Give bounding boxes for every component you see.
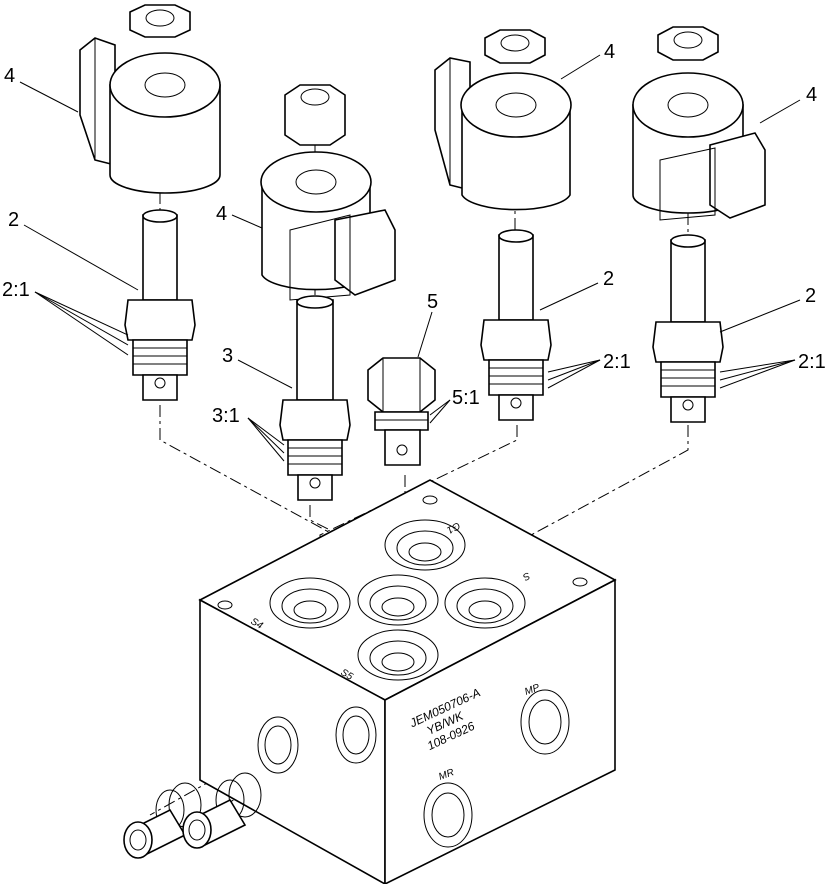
coil-nut <box>657 26 719 61</box>
port-label-mp: MP <box>523 682 541 698</box>
callout-2-1-right: 2:1 <box>798 351 826 373</box>
mounting-hole <box>572 577 588 587</box>
leader-lines <box>19 54 801 462</box>
solenoid-coil <box>79 4 221 194</box>
port-label-s: S <box>520 569 531 582</box>
callout-5-plug: 5 <box>427 291 438 313</box>
side-port <box>520 689 570 755</box>
callout-5-1: 5:1 <box>452 387 480 409</box>
callout-2-1-left: 2:1 <box>2 279 30 301</box>
coil-connector <box>709 132 766 219</box>
cartridge-valve <box>480 229 552 421</box>
side-port <box>423 782 473 848</box>
port-plug <box>123 782 202 859</box>
cartridge-valve <box>279 295 351 501</box>
mounting-hole <box>422 495 438 505</box>
port-plug <box>182 772 262 849</box>
callout-2-cartridge-right: 2 <box>805 285 816 307</box>
callout-4-coil-right: 4 <box>806 84 817 106</box>
port-label-s5: S5 <box>339 667 355 683</box>
cavity-port <box>357 629 439 681</box>
coil-connector <box>334 209 396 296</box>
coil-nut <box>484 29 546 64</box>
callout-3-1: 3:1 <box>212 405 240 427</box>
cavity-port <box>269 577 351 629</box>
coil-nut <box>284 84 346 146</box>
manifold-front-face <box>384 578 616 886</box>
callout-2-cartridge-mid-right: 2 <box>603 268 614 290</box>
cavity-port <box>384 519 466 571</box>
cavity-port <box>357 574 439 626</box>
cartridge-valve <box>652 234 724 423</box>
solenoid-coil <box>632 26 766 221</box>
cartridge-plug <box>367 357 436 466</box>
side-port <box>257 716 299 774</box>
mounting-hole <box>217 600 233 610</box>
port-label-s4: S4 <box>249 616 265 632</box>
coil-nut <box>129 4 191 38</box>
side-port <box>335 706 377 764</box>
solenoid-coil <box>260 84 396 301</box>
callout-2-cartridge-left: 2 <box>8 209 19 231</box>
cartridge-valve <box>124 209 196 401</box>
callout-4-coil-mid-right: 4 <box>604 41 615 63</box>
manifold-block: G1 S S4 S5 MP MR JEM050706-A YB/WK 108-0… <box>198 479 617 886</box>
callout-4-coil-left: 4 <box>4 65 15 87</box>
callout-4-coil-center: 4 <box>216 203 227 225</box>
port-label-mr: MR <box>437 767 455 783</box>
solenoid-coil <box>434 29 572 211</box>
callout-labels: 4 4 4 4 2 2 2 2:1 2:1 2:1 3 3:1 5 5:1 <box>2 41 826 427</box>
cavity-port <box>444 577 526 629</box>
callout-3-cartridge: 3 <box>222 345 233 367</box>
callout-2-1-mid-right: 2:1 <box>603 351 631 373</box>
